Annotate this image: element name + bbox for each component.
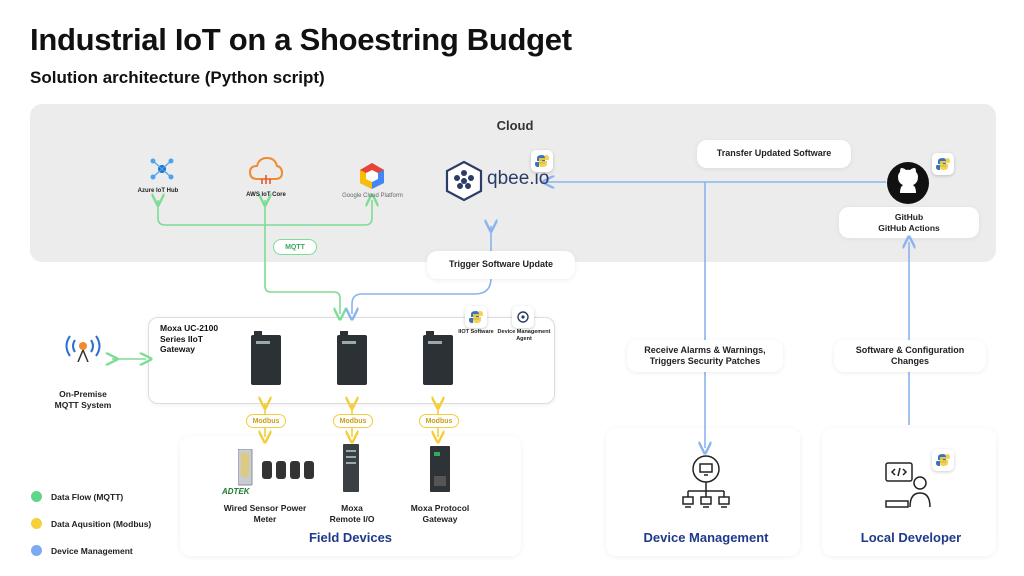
legend-dot-management xyxy=(31,545,42,556)
modbus-tag: Modbus xyxy=(333,414,373,428)
gateway-device-1 xyxy=(248,331,284,387)
gateway-label: Moxa UC-2100 Series IIoT Gateway xyxy=(160,323,218,355)
remote-io-label-line2: Remote I/O xyxy=(329,513,375,524)
modbus-tag: Modbus xyxy=(419,414,459,428)
antenna-icon xyxy=(62,332,104,362)
github-icon xyxy=(886,161,930,205)
mqtt-tag: MQTT xyxy=(273,239,317,255)
agent-label-line2: Agent xyxy=(516,335,532,342)
power-meter-label-line1: Wired Sensor Power xyxy=(223,503,307,513)
remote-io-label-line1: Moxa xyxy=(341,503,363,513)
cloud-panel xyxy=(30,104,996,262)
modbus-tag: Modbus xyxy=(246,414,286,428)
onprem-label-line1: On-Premise xyxy=(59,389,107,399)
python-icon xyxy=(465,306,487,328)
onprem-label-line2: MQTT System xyxy=(54,399,112,410)
page-title: Industrial IoT on a Shoestring Budget xyxy=(30,22,572,57)
software-changes-line1: Software & Configuration xyxy=(855,344,965,355)
alarms-line2: Triggers Security Patches xyxy=(649,356,761,366)
github-label-line2: GitHub Actions xyxy=(878,222,940,233)
page-subtitle: Solution architecture (Python script) xyxy=(30,68,325,87)
device-management-title: Device Management xyxy=(643,530,769,545)
gateway-label-line1: Moxa UC-2100 xyxy=(160,323,219,333)
python-icon xyxy=(531,150,553,172)
google-cloud-icon xyxy=(357,162,387,190)
remote-io-icon xyxy=(341,444,361,492)
aws-iot-core-label: AWS IoT Core xyxy=(246,192,286,198)
gateway-device-3 xyxy=(420,331,456,387)
protocol-gateway-label-line1: Moxa Protocol xyxy=(410,503,470,513)
remote-io-label: Moxa Remote I/O xyxy=(312,503,392,524)
gateway-label-line2: Series IIoT xyxy=(160,333,203,344)
alarms-pill: Receive Alarms & Warnings,Triggers Secur… xyxy=(627,340,783,372)
github-label-line1: GitHub xyxy=(894,212,924,222)
legend-dot-mqtt xyxy=(31,491,42,502)
software-changes-line2: Changes xyxy=(890,356,929,366)
cloud-label: Cloud xyxy=(496,118,534,133)
agent-label: Device Management Agent xyxy=(494,329,554,342)
trigger-update-pill: Trigger Software Update xyxy=(427,251,575,279)
local-developer-panel xyxy=(822,428,996,556)
qbee-logo-icon xyxy=(444,160,484,202)
network-computers-icon xyxy=(680,455,732,517)
azure-iot-hub-label: Azure IoT Hub xyxy=(137,188,179,194)
protocol-gateway-label: Moxa Protocol Gateway xyxy=(396,503,484,524)
developer-icon xyxy=(884,461,934,511)
iiot-software-label: IIOT Software xyxy=(458,329,494,335)
github-label: GitHub GitHub Actions xyxy=(839,212,979,233)
power-meter-label: Wired Sensor Power Meter xyxy=(214,503,316,524)
protocol-gateway-label-line2: Gateway xyxy=(422,513,458,524)
legend-label-mqtt: Data Flow (MQTT) xyxy=(51,492,124,502)
gateway-label-line3: Gateway xyxy=(160,344,195,355)
power-meter-icon xyxy=(238,449,318,487)
gateway-device-2 xyxy=(334,331,370,387)
legend-dot-modbus xyxy=(31,518,42,529)
agent-label-line1: Device Management xyxy=(497,329,551,335)
azure-iot-hub-icon xyxy=(149,155,175,183)
legend-label-modbus: Data Aqusition (Modbus) xyxy=(51,519,152,529)
transfer-software-pill: Transfer Updated Software xyxy=(697,140,851,168)
google-cloud-label: Google Cloud Platform xyxy=(342,193,403,199)
github-card xyxy=(839,207,979,238)
power-meter-label-line2: Meter xyxy=(253,513,277,524)
python-icon xyxy=(932,153,954,175)
local-developer-title: Local Developer xyxy=(860,530,962,545)
legend-label-management: Device Management xyxy=(51,546,133,556)
agent-icon xyxy=(512,306,534,328)
python-icon xyxy=(932,449,954,471)
onprem-label: On-Premise MQTT System xyxy=(40,389,126,410)
field-devices-title: Field Devices xyxy=(308,530,393,545)
qbee-wordmark: qbee.io xyxy=(487,168,550,189)
protocol-gateway-icon xyxy=(428,446,452,492)
aws-iot-core-icon xyxy=(248,155,284,185)
adtek-logo: ADTEK xyxy=(222,487,250,496)
alarms-line1: Receive Alarms & Warnings, xyxy=(644,344,766,355)
